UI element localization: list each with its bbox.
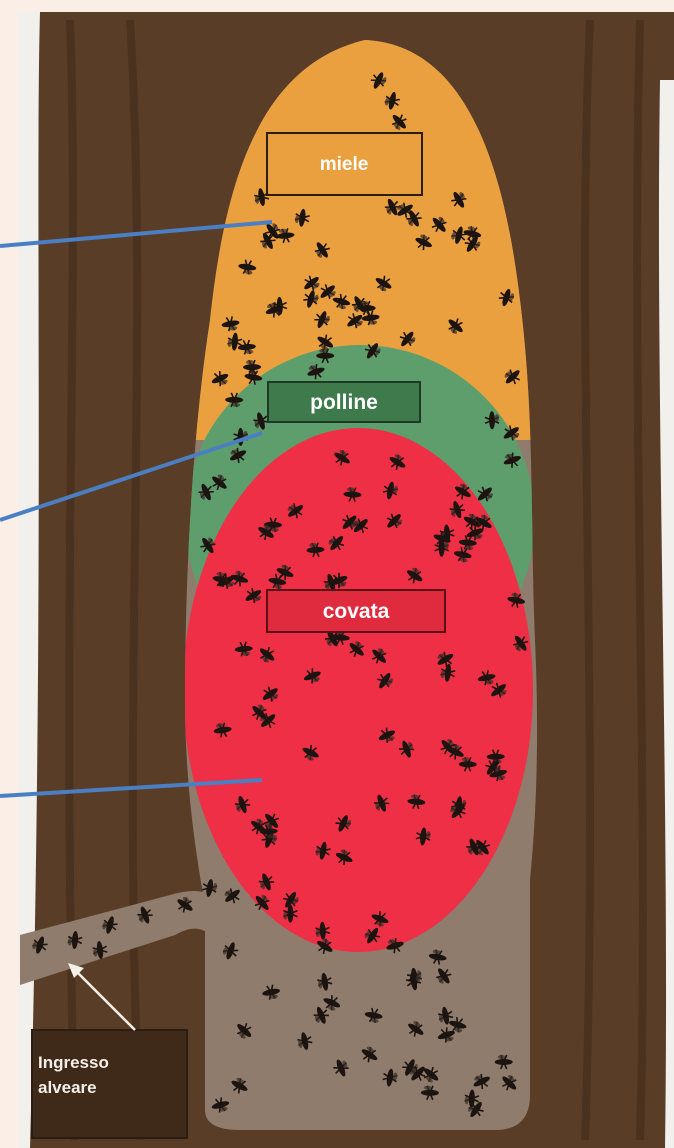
entrance-label-line2: alveare (38, 1078, 97, 1097)
brood-label-text: covata (323, 600, 390, 623)
honey-label-text: miele (320, 154, 369, 175)
brood-zone (183, 428, 533, 952)
brood-label: covata (267, 590, 445, 632)
pollen-label-text: polline (310, 391, 378, 414)
entrance-label-line1: Ingresso (38, 1053, 109, 1072)
pollen-label: polline (268, 382, 420, 422)
